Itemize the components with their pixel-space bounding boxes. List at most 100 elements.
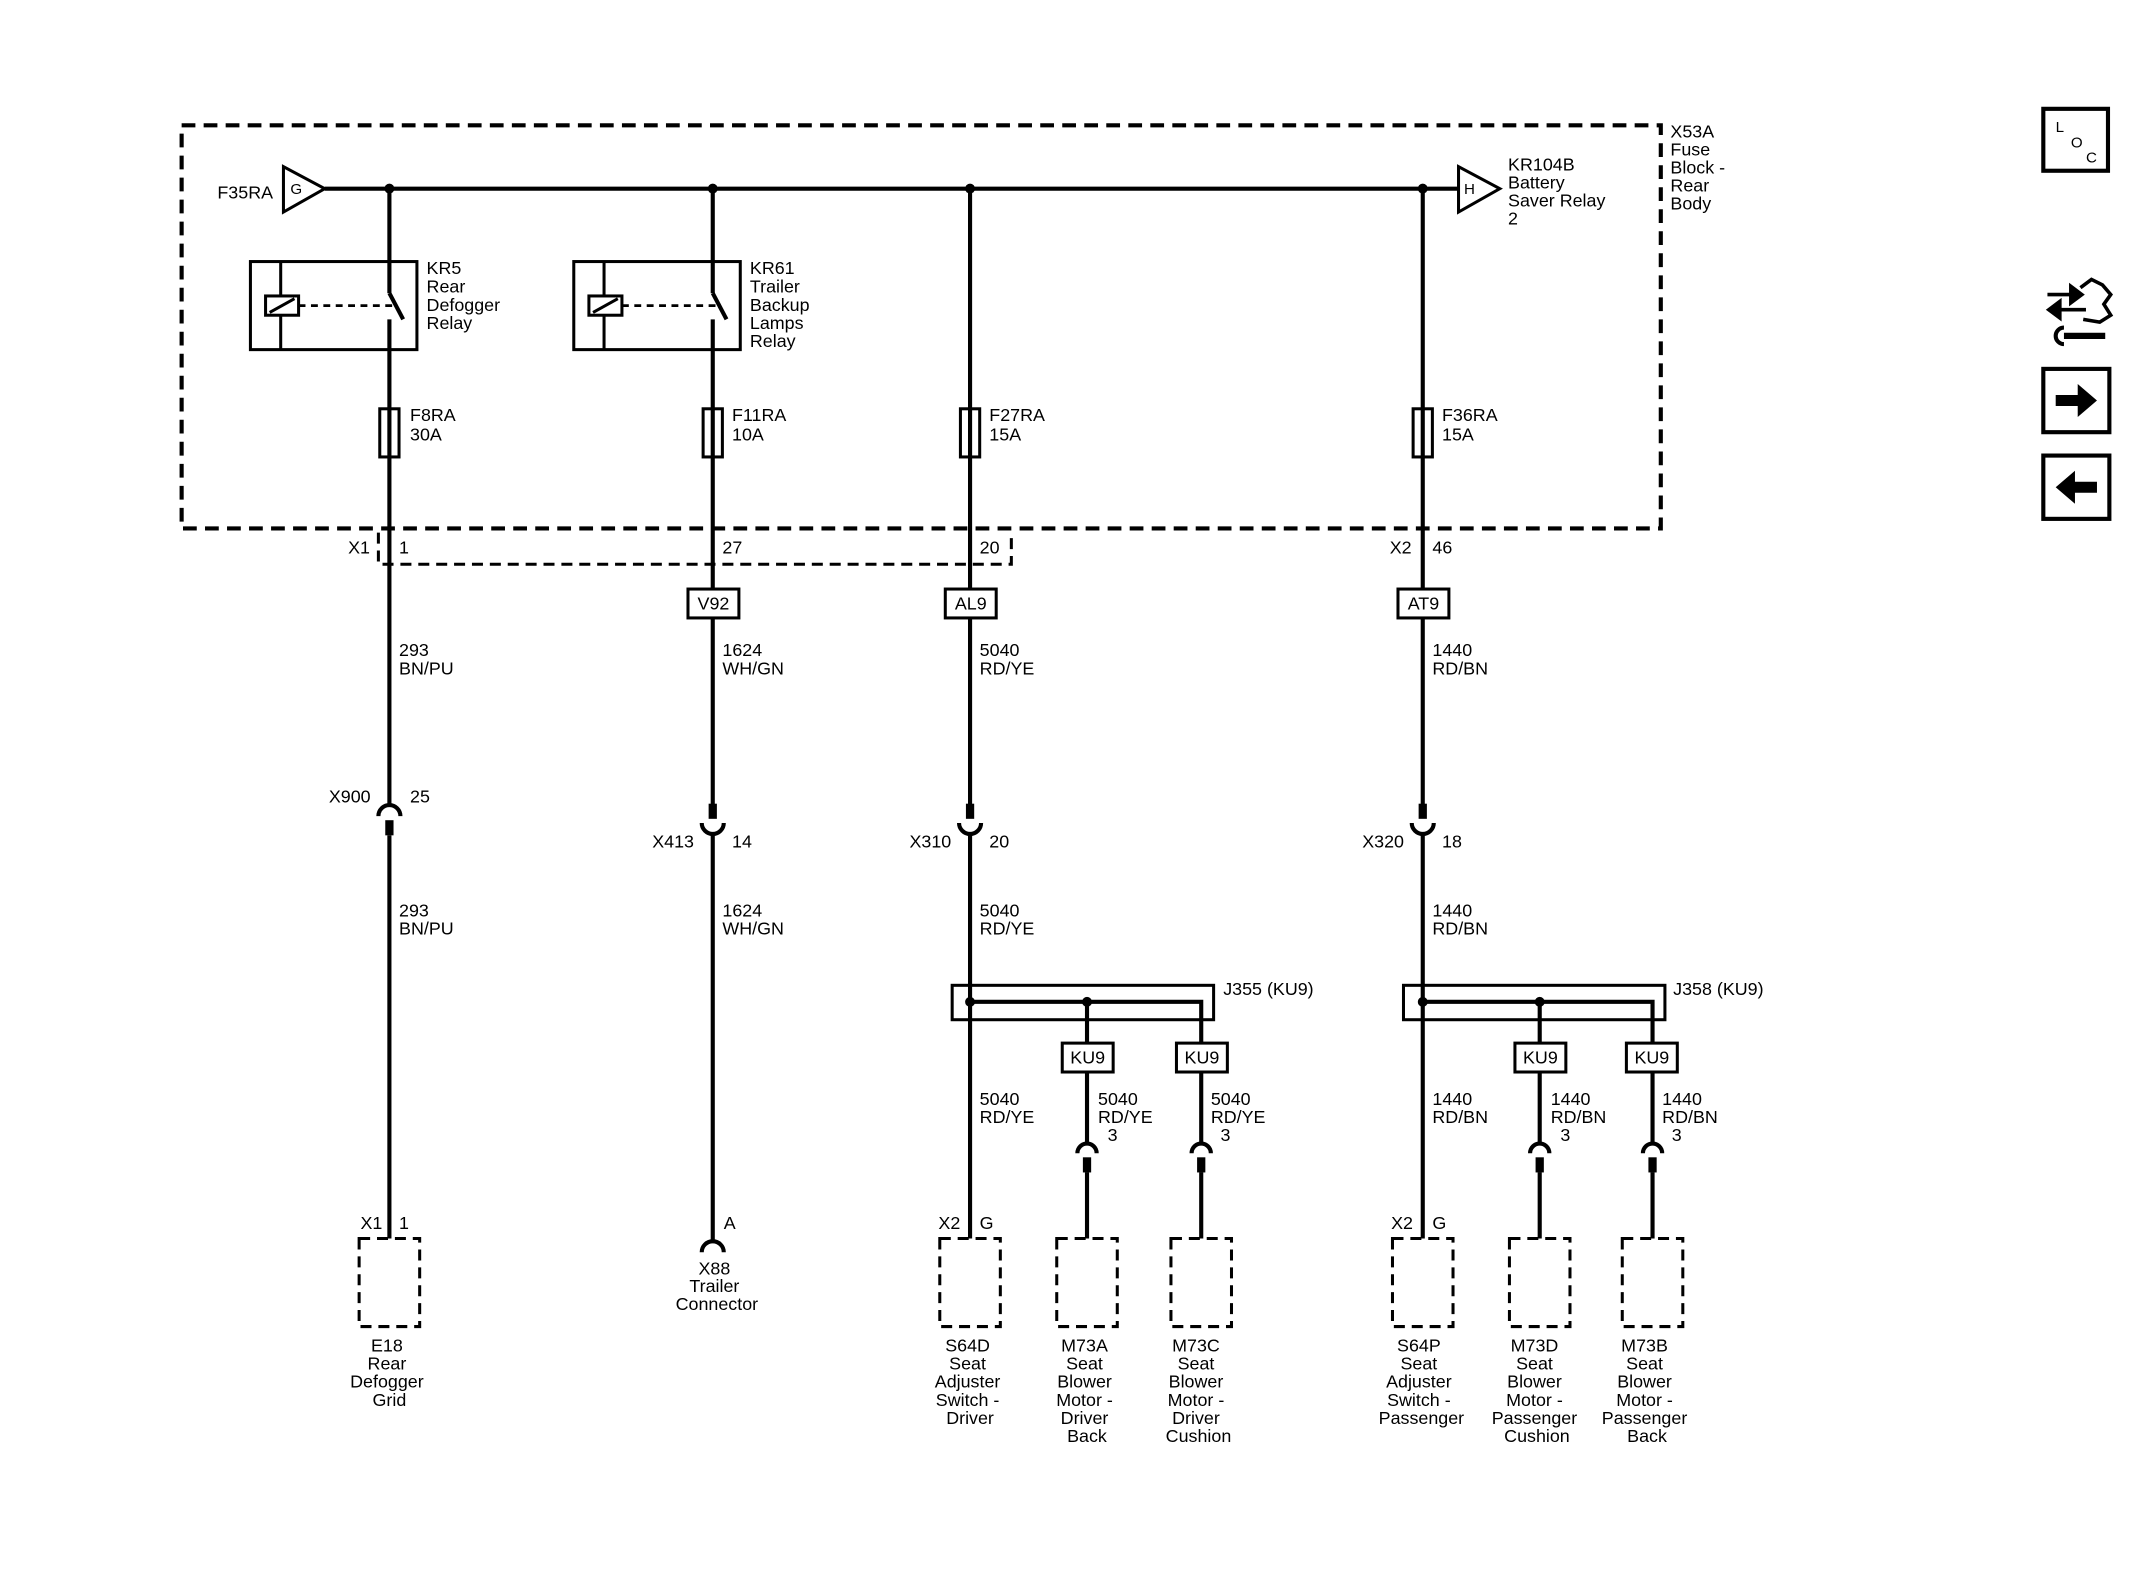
component-label-line: Seat bbox=[1066, 1353, 1103, 1373]
wire-circuit: 1440 bbox=[1432, 640, 1472, 660]
fuse-f8ra: F8RA 30A bbox=[378, 405, 456, 459]
male-terminal bbox=[1648, 1157, 1657, 1173]
loc-icon: L O C bbox=[2056, 119, 2097, 166]
fuse-name: F36RA bbox=[1442, 405, 1498, 425]
component-label-line: Seat bbox=[1178, 1353, 1215, 1373]
component-label-line: Passenger bbox=[1492, 1408, 1578, 1428]
connector-tools-icon bbox=[2045, 277, 2114, 347]
relay-id: KR5 bbox=[427, 258, 462, 278]
component-id: M73C bbox=[1172, 1335, 1220, 1355]
wire-color: BN/PU bbox=[399, 918, 454, 938]
wire-circuit: 5040 bbox=[1211, 1089, 1251, 1109]
component-id: X88 bbox=[698, 1258, 730, 1278]
option-box bbox=[1174, 1041, 1229, 1074]
splice-bus bbox=[970, 999, 1204, 1044]
connector-pin: 1 bbox=[399, 537, 409, 557]
connector-pin: 18 bbox=[1442, 832, 1462, 852]
component-outline bbox=[1620, 1236, 1685, 1329]
component-connector: X2 bbox=[1391, 1213, 1413, 1233]
inline-connector-x900: X900 25 bbox=[329, 786, 430, 836]
next-page-button[interactable] bbox=[2041, 366, 2112, 435]
fuse-block-label-line: Block - bbox=[1670, 157, 1725, 177]
wire-color: WH/GN bbox=[722, 918, 784, 938]
feed-terminal bbox=[281, 164, 328, 215]
relay-kr61: KR61 Trailer Backup Lamps Relay bbox=[572, 258, 815, 352]
component-label-line: Passenger bbox=[1602, 1408, 1688, 1428]
component-label-line: Motor - bbox=[1168, 1390, 1225, 1410]
component-id: M73A bbox=[1061, 1335, 1108, 1355]
component-s64d: X2 G S64D Seat Adjuster Switch - Driver bbox=[935, 1213, 1006, 1428]
component-label-line: Switch - bbox=[936, 1390, 1000, 1410]
relay-label-line: Lamps bbox=[750, 313, 804, 333]
connector-pin: 20 bbox=[989, 832, 1009, 852]
fuse-block-id: X53A bbox=[1670, 122, 1714, 142]
connector-pin: 3 bbox=[1560, 1125, 1570, 1145]
back-page-button-frame[interactable] bbox=[2041, 453, 2112, 521]
fuse-block-label: X53A Fuse Block - Rear Body bbox=[1670, 122, 1730, 214]
splice-junction-dot bbox=[1082, 996, 1092, 1007]
wire-labels-upper: 293 BN/PU 1624 WH/GN 5040 RD/YE 1440 RD/… bbox=[399, 640, 1488, 679]
loc-letter: L bbox=[2056, 119, 2064, 136]
fuse-symbol bbox=[958, 407, 982, 459]
wire-color: RD/YE bbox=[980, 1107, 1035, 1127]
relay-coil-mark bbox=[268, 297, 296, 314]
connector-pin: 14 bbox=[732, 832, 752, 852]
wire-color: WH/GN bbox=[722, 658, 784, 678]
inline-connector-x310: X310 20 bbox=[910, 803, 1009, 852]
component-label: E18 Rear Defogger Grid bbox=[350, 1335, 429, 1409]
fuse-block-outline bbox=[179, 123, 1663, 531]
female-terminal bbox=[1528, 1141, 1552, 1154]
component-pin: G bbox=[1432, 1213, 1446, 1233]
wire-color: RD/BN bbox=[1662, 1107, 1718, 1127]
female-terminal bbox=[699, 822, 726, 836]
component-label: S64P Seat Adjuster Switch - Passenger bbox=[1379, 1335, 1465, 1428]
block-connector-x1: X1 1 27 20 bbox=[348, 532, 1013, 566]
connector-tools-button[interactable] bbox=[2043, 275, 2114, 347]
relay-outline bbox=[248, 260, 419, 352]
component-outline bbox=[1390, 1236, 1455, 1329]
component-id: E18 bbox=[371, 1335, 403, 1355]
component-m73c: M73C Seat Blower Motor - Driver Cushion bbox=[1166, 1236, 1234, 1446]
component-label-line: Grid bbox=[373, 1390, 407, 1410]
component-id: S64D bbox=[945, 1335, 990, 1355]
splice-bus bbox=[1422, 999, 1655, 1044]
option-code: KU9 bbox=[1634, 1048, 1669, 1068]
component-id: S64P bbox=[1397, 1335, 1441, 1355]
splice-name: J355 (KU9) bbox=[1223, 979, 1313, 999]
connector-outline bbox=[376, 532, 1013, 566]
wire-color: RD/BN bbox=[1551, 1107, 1607, 1127]
fuse-name: F8RA bbox=[410, 405, 456, 425]
fuse-name: F11RA bbox=[732, 405, 786, 425]
loc-button[interactable]: L O C bbox=[2041, 106, 2111, 173]
fuse-symbol bbox=[378, 407, 401, 459]
back-page-button[interactable] bbox=[2041, 453, 2112, 521]
connector-pin: 20 bbox=[980, 537, 1000, 557]
option-box bbox=[1396, 587, 1451, 620]
splice-junction-dot bbox=[965, 996, 976, 1007]
relay-label: KR61 Trailer Backup Lamps Relay bbox=[750, 258, 815, 351]
connector-pin: 3 bbox=[1108, 1125, 1118, 1145]
inline-connector-x413: X413 14 bbox=[652, 803, 752, 852]
female-terminal bbox=[1075, 1141, 1099, 1154]
component-label-line: Rear bbox=[368, 1353, 407, 1373]
male-terminal bbox=[1082, 1157, 1092, 1173]
option-code: KU9 bbox=[1523, 1048, 1558, 1068]
component-label-line: Connector bbox=[676, 1294, 759, 1314]
wire-color: RD/YE bbox=[980, 918, 1035, 938]
loc-button-frame[interactable] bbox=[2041, 106, 2111, 173]
output-label-id: KR104B bbox=[1508, 155, 1575, 175]
feed-circuit-label: F35RA bbox=[217, 182, 273, 202]
option-code: AT9 bbox=[1408, 594, 1440, 614]
female-terminal bbox=[956, 822, 984, 836]
relay-switch-contact bbox=[710, 292, 729, 321]
connector-pin: 46 bbox=[1432, 537, 1452, 557]
component-label: S64D Seat Adjuster Switch - Driver bbox=[935, 1335, 1006, 1428]
wire-circuit: 1440 bbox=[1551, 1089, 1591, 1109]
connector-name: X310 bbox=[910, 832, 952, 852]
option-code: AL9 bbox=[955, 594, 987, 614]
component-label: M73C Seat Blower Motor - Driver Cushion bbox=[1166, 1335, 1232, 1446]
wire-color: RD/YE bbox=[1098, 1107, 1153, 1127]
fuse-rating: 30A bbox=[410, 424, 442, 444]
feed-f35ra: F35RA G bbox=[217, 164, 328, 215]
component-label-line: Motor - bbox=[1506, 1390, 1563, 1410]
